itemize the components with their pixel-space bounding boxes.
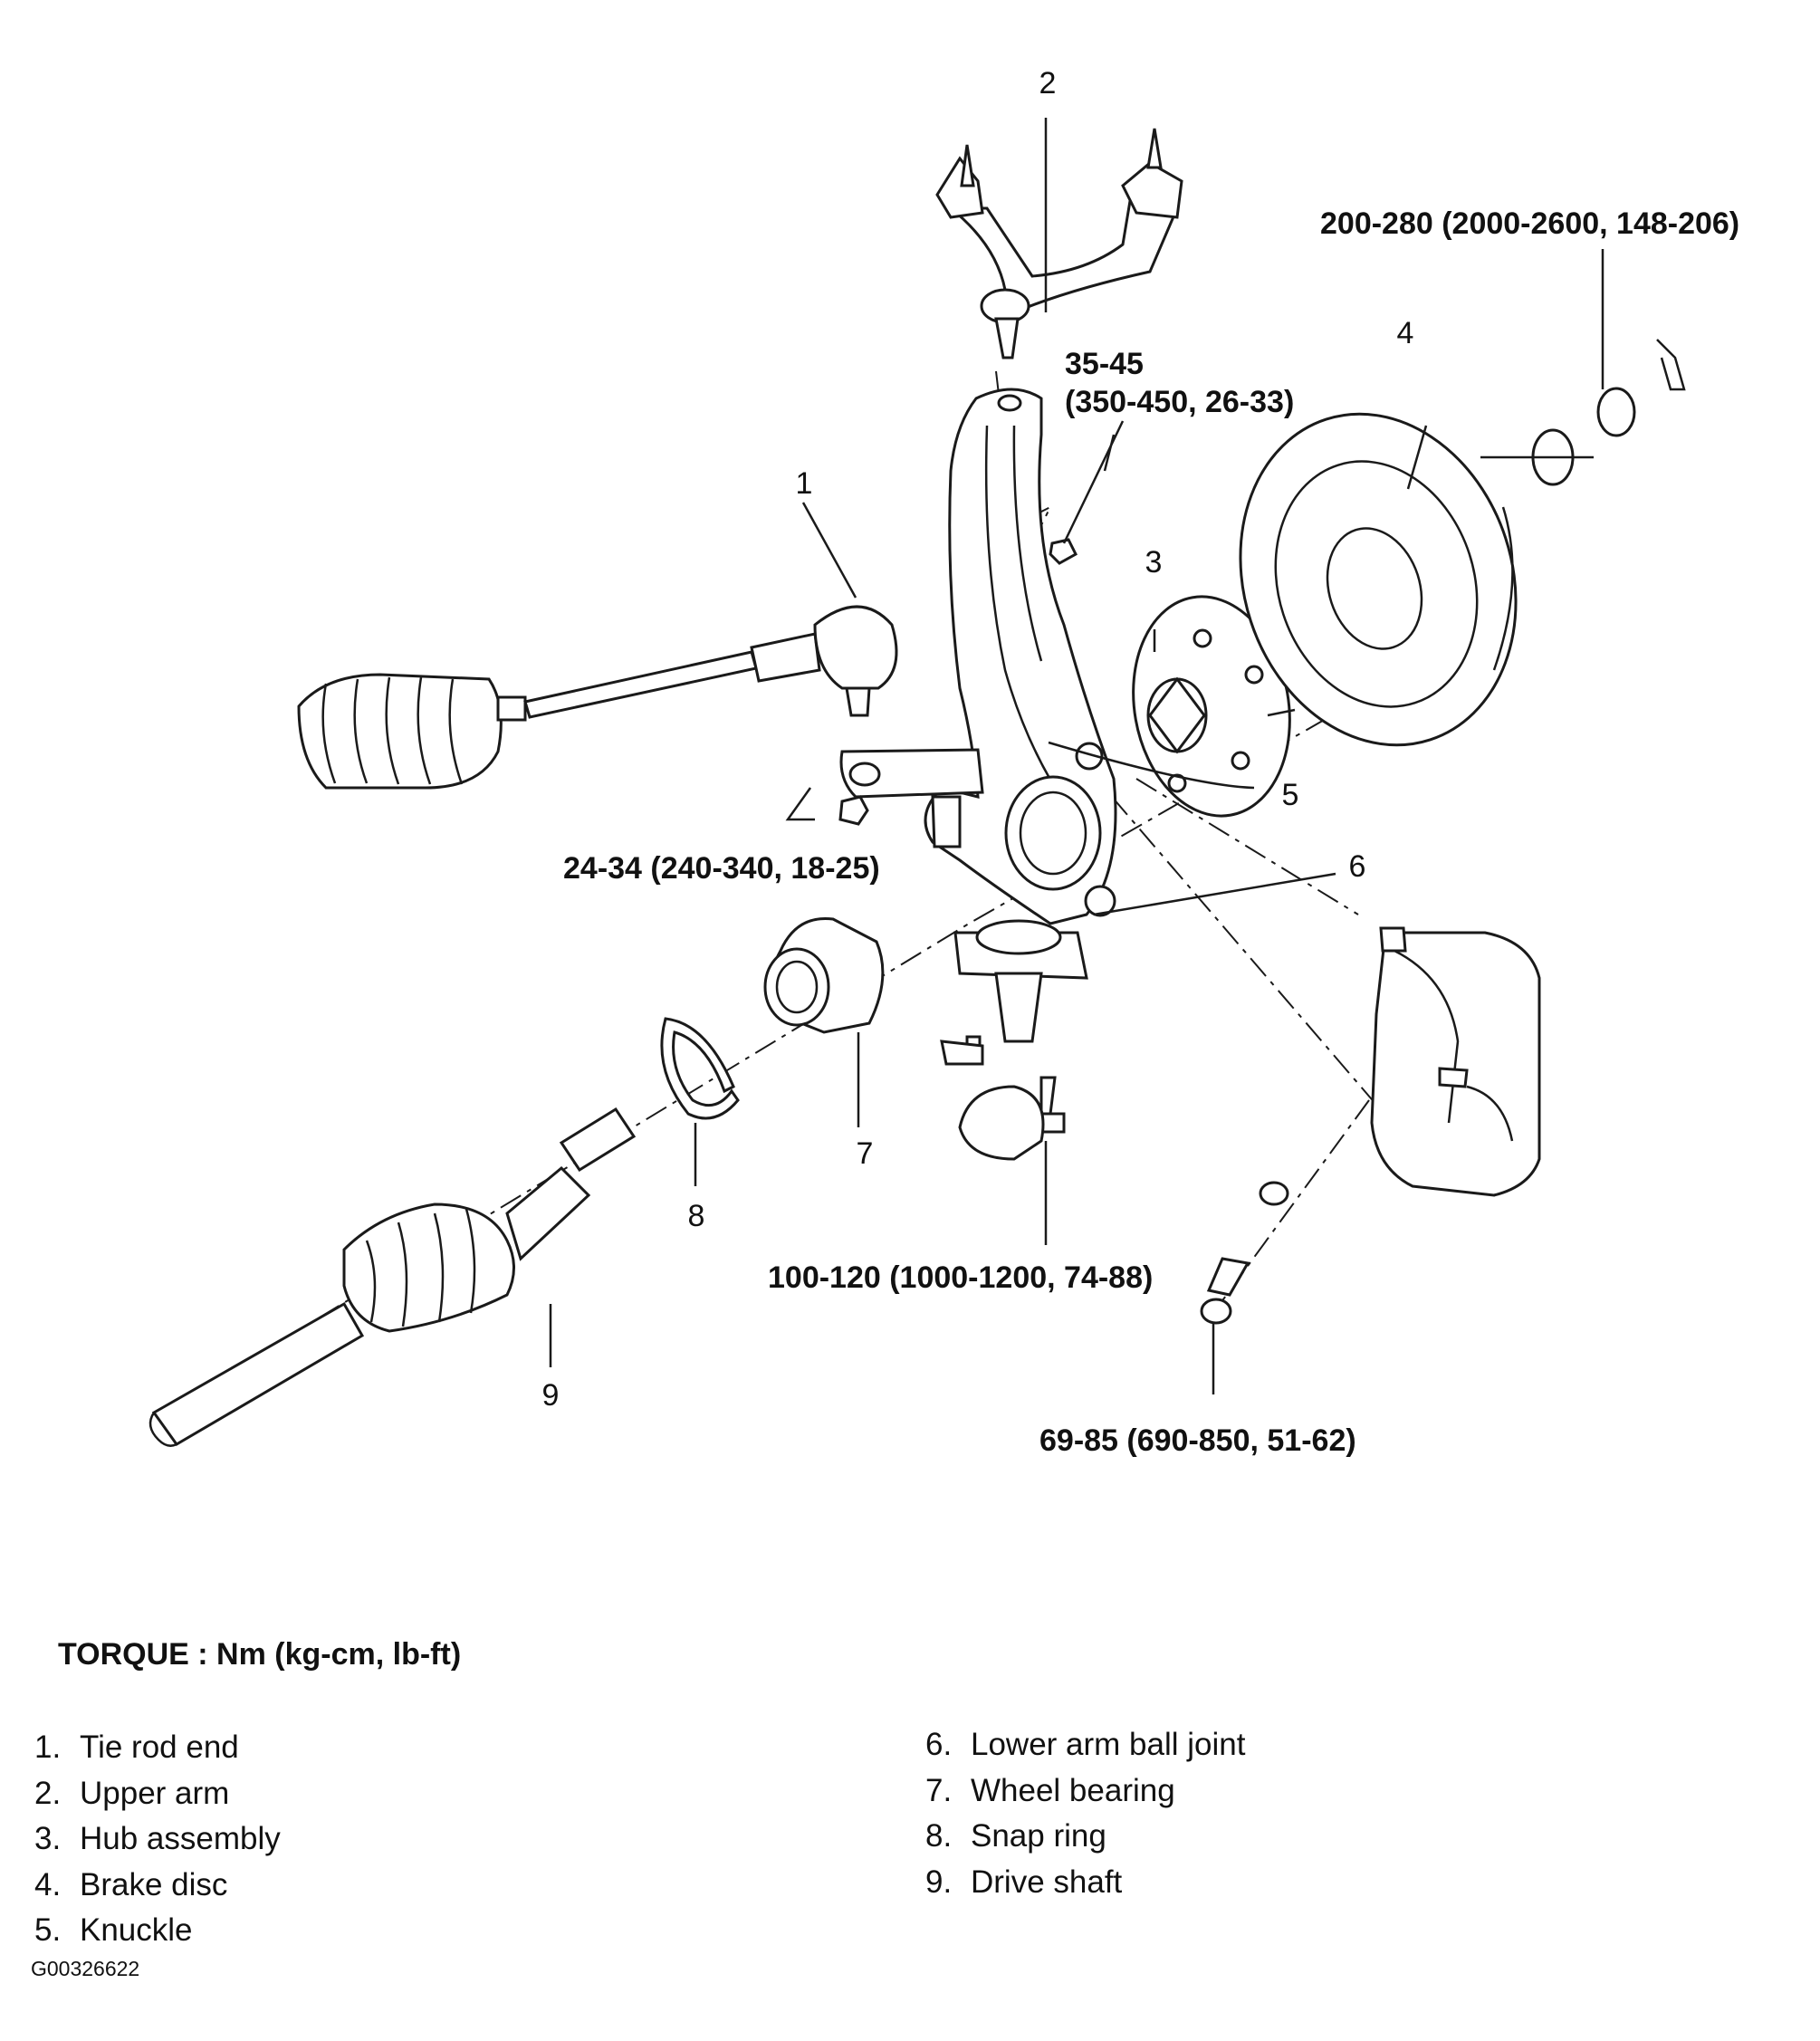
legend-item-label: Wheel bearing [971,1772,1175,1808]
upper-ball-joint-nut [1049,538,1078,565]
torque-lower-ball-joint: 100-120 (1000-1200, 74-88) [768,1260,1153,1295]
tie-rod-nut [785,787,869,826]
legend-item-number: 9. [925,1864,953,1900]
legend-item: 2. Upper arm [34,1771,281,1817]
torque-tie-rod-nut: 24-34 (240-340, 18-25) [563,851,880,886]
callout-2: 2 [1039,66,1057,101]
legend-item: 9. Drive shaft [925,1860,1245,1906]
legend-item: 5. Knuckle [34,1908,281,1954]
brake-caliper [1370,926,1541,1197]
legend-item-label: Brake disc [80,1866,228,1902]
legend-item-label: Lower arm ball joint [971,1727,1246,1762]
legend-item: 3. Hub assembly [34,1816,281,1863]
upper-arm [935,128,1183,359]
legend-item-number: 7. [925,1772,953,1808]
legend-title: TORQUE : Nm (kg-cm, lb-ft) [58,1637,462,1672]
legend-item-number: 6. [925,1727,953,1762]
legend-item: 7. Wheel bearing [925,1768,1245,1815]
callout-6: 6 [1349,849,1366,884]
torque-upper-ball-joint-line2: (350-450, 26-33) [1065,385,1294,419]
lower-arm-ball-joint [940,919,1088,1161]
wheel-bearing [763,916,885,1034]
tie-rod-end [297,605,898,790]
knuckle [839,388,1117,925]
torque-caliper-bolt: 69-85 (690-850, 51-62) [1039,1423,1356,1458]
legend-item-number: 8. [925,1818,953,1854]
legend-item-label: Drive shaft [971,1864,1123,1900]
legend-item: 8. Snap ring [925,1814,1245,1860]
legend-item-label: Knuckle [80,1912,193,1948]
caliper-bolt [1200,1181,1289,1325]
hub-assembly [1132,595,1305,818]
legend-item-label: Hub assembly [80,1821,281,1856]
callout-5: 5 [1282,778,1299,812]
callout-8: 8 [688,1199,705,1233]
legend-item-number: 4. [34,1866,62,1902]
legend-item-label: Snap ring [971,1818,1106,1854]
callout-numbers: 1 2 3 4 5 6 7 8 9 [542,66,1414,1413]
callout-4: 4 [1397,316,1414,350]
torque-hub-nut: 200-280 (2000-2600, 148-206) [1320,206,1739,241]
legend-item: 1. Tie rod end [34,1725,281,1771]
legend-item-number: 5. [34,1912,62,1948]
leader-lines [549,118,1604,1394]
figure-code: G00326622 [31,1957,140,1980]
legend-right-column: 6. Lower arm ball joint 7. Wheel bearing 8… [925,1722,1245,1905]
torque-upper-ball-joint-line1: 35-45 [1065,347,1144,381]
callout-9: 9 [542,1378,560,1413]
legend-item-number: 2. [34,1775,62,1811]
legend-item-number: 1. [34,1730,62,1765]
callout-7: 7 [857,1136,874,1171]
callout-3: 3 [1145,545,1163,580]
torque-labels: 200-280 (2000-2600, 148-206) 35-45 (350-… [563,206,1739,1458]
legend-item-number: 3. [34,1821,62,1856]
snap-ring [660,1017,740,1120]
legend-item: 4. Brake disc [34,1863,281,1909]
legend-left-column: 1. Tie rod end 2. Upper arm 3. Hub assembly… [34,1725,281,1954]
drive-shaft [148,1107,637,1447]
legend-item: 6. Lower arm ball joint [925,1722,1245,1768]
legend-item-label: Upper arm [80,1775,230,1811]
brake-disc [1239,412,1518,747]
hub-nut-washer [1531,339,1686,486]
callout-1: 1 [796,466,813,501]
legend-item-label: Tie rod end [80,1730,239,1765]
